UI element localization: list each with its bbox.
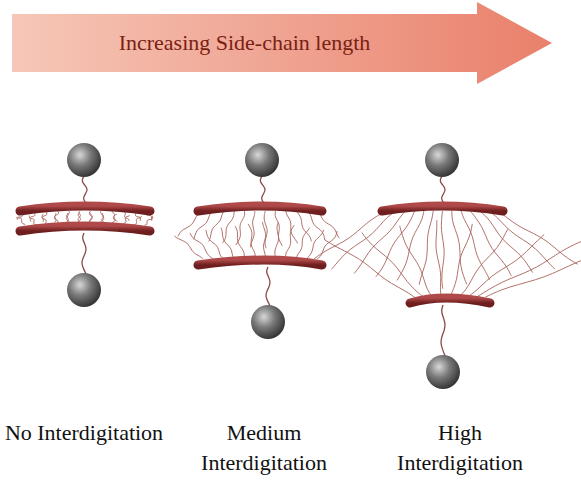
side-chain	[450, 224, 472, 297]
side-chain	[397, 211, 424, 280]
backbone-rod	[410, 298, 490, 303]
side-chain	[325, 240, 415, 297]
side-chain	[354, 211, 405, 273]
side-chain	[262, 222, 265, 259]
side-chain	[206, 230, 224, 259]
end-group-sphere	[67, 273, 101, 307]
backbone-rod	[20, 206, 150, 211]
end-group-sphere	[251, 305, 285, 339]
backbone-rod	[198, 206, 322, 211]
linker-chain	[260, 176, 265, 203]
side-chain	[459, 229, 508, 297]
side-chain	[436, 220, 441, 297]
side-chain	[477, 241, 581, 297]
side-chain	[480, 211, 533, 273]
side-chain	[362, 233, 424, 297]
backbone-rod	[20, 226, 150, 231]
side-chain	[29, 215, 36, 225]
side-chain	[486, 249, 581, 297]
side-chain	[400, 226, 433, 297]
side-chain	[441, 211, 444, 289]
side-chain	[221, 228, 234, 259]
side-chain	[419, 211, 433, 285]
side-chain	[248, 224, 255, 259]
end-group-sphere	[67, 143, 101, 177]
side-chain	[209, 211, 224, 242]
side-chain	[296, 228, 310, 259]
end-group-sphere	[245, 143, 279, 177]
linker-chain	[82, 176, 87, 203]
arrow-shape	[12, 2, 552, 84]
linker-chain	[441, 305, 445, 356]
side-chain	[470, 211, 511, 276]
side-chain	[235, 226, 245, 259]
side-chain	[376, 211, 415, 277]
side-chain	[286, 225, 295, 259]
state-label: No Interdigitation	[0, 418, 169, 448]
end-group-sphere	[425, 143, 459, 177]
end-groups	[67, 143, 460, 389]
side-chain	[468, 235, 544, 297]
backbone-rod	[382, 206, 503, 211]
banner-text: Increasing Side-chain length	[119, 30, 371, 56]
side-chain	[498, 211, 577, 264]
side-chain	[134, 216, 142, 225]
arrow-banner: Increasing Side-chain length	[12, 2, 552, 84]
linker-chain	[440, 176, 445, 203]
main-chains	[82, 176, 445, 356]
state-label: Medium Interdigitation	[179, 418, 349, 478]
side-chain	[174, 236, 203, 259]
side-chain	[296, 211, 311, 241]
side-chain	[222, 211, 234, 243]
side-chain	[16, 217, 25, 225]
side-chain	[145, 216, 153, 225]
side-chain	[275, 223, 279, 259]
side-chain	[286, 211, 298, 243]
state-label: High Interdigitation	[375, 418, 545, 478]
linker-chain	[82, 233, 86, 274]
end-group-sphere	[426, 355, 460, 389]
linker-chain	[266, 267, 270, 306]
side-chain	[308, 211, 386, 264]
backbone-rod	[198, 260, 322, 265]
side-chains	[16, 211, 581, 297]
side-chain	[190, 233, 214, 259]
